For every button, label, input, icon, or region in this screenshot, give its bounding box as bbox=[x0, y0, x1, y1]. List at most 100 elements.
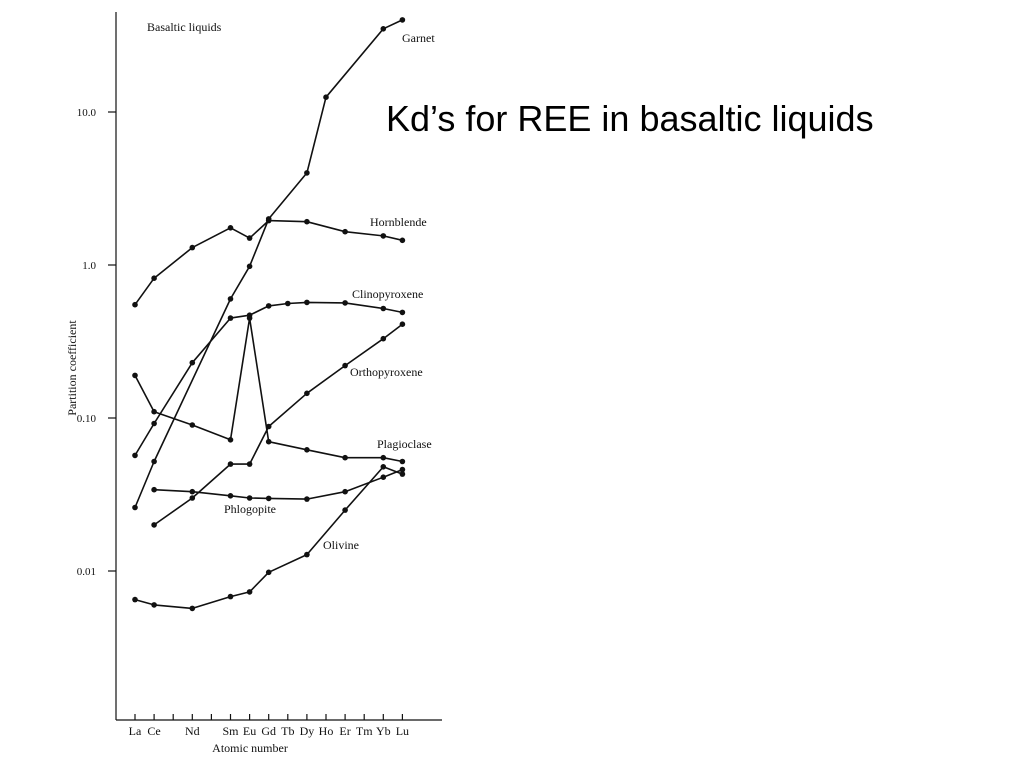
data-point bbox=[304, 218, 310, 225]
series-line bbox=[134, 19, 403, 508]
data-point bbox=[399, 466, 406, 473]
data-point bbox=[227, 296, 234, 302]
data-point bbox=[399, 321, 406, 328]
series-clinopyroxene: Clinopyroxene bbox=[132, 287, 423, 459]
data-point bbox=[380, 474, 387, 481]
data-point bbox=[399, 309, 406, 316]
data-point bbox=[304, 299, 310, 306]
data-point bbox=[132, 372, 138, 379]
data-point bbox=[227, 437, 234, 443]
data-point bbox=[265, 303, 272, 309]
data-point bbox=[132, 504, 138, 511]
data-point bbox=[227, 493, 234, 499]
x-tick-label: Sm bbox=[222, 724, 239, 738]
data-point bbox=[151, 522, 157, 528]
series-label: Garnet bbox=[402, 31, 435, 45]
x-tick-label: Nd bbox=[185, 724, 200, 738]
series-line bbox=[134, 317, 403, 463]
data-point bbox=[246, 263, 253, 270]
data-point bbox=[342, 300, 348, 306]
series-label: Clinopyroxene bbox=[352, 287, 423, 301]
partition-coefficient-chart: Basaltic liquids Atomic number Partition… bbox=[65, 12, 442, 755]
x-axis-label: Atomic number bbox=[212, 741, 288, 755]
data-point bbox=[380, 26, 387, 32]
series-label: Hornblende bbox=[370, 215, 427, 229]
series-line bbox=[134, 465, 403, 610]
chart-title: Basaltic liquids bbox=[147, 20, 222, 34]
x-tick-label: Gd bbox=[261, 724, 276, 738]
x-tick-label: Yb bbox=[376, 724, 391, 738]
data-point bbox=[323, 94, 329, 100]
x-tick-label: Tb bbox=[281, 724, 294, 738]
series-label: Olivine bbox=[323, 538, 359, 552]
series-group: GarnetHornblendeClinopyroxeneOrthopyroxe… bbox=[132, 17, 435, 612]
data-point bbox=[227, 225, 234, 231]
data-point bbox=[246, 495, 253, 501]
data-point bbox=[246, 235, 253, 241]
data-point bbox=[151, 458, 157, 465]
x-tick-label: Ce bbox=[147, 724, 160, 738]
data-point bbox=[342, 488, 348, 495]
data-point bbox=[399, 458, 406, 465]
series-line bbox=[154, 468, 403, 500]
data-point bbox=[304, 447, 310, 453]
x-tick-label: Er bbox=[339, 724, 350, 738]
data-point bbox=[151, 408, 157, 415]
data-point bbox=[342, 362, 348, 369]
data-point bbox=[189, 244, 196, 251]
y-tick-label: 0.10 bbox=[77, 413, 97, 425]
series-olivine: Olivine bbox=[132, 464, 406, 612]
data-point bbox=[227, 593, 234, 600]
data-point bbox=[151, 275, 157, 282]
data-point bbox=[132, 452, 138, 459]
data-point bbox=[380, 464, 387, 470]
data-point bbox=[189, 488, 196, 495]
data-point bbox=[304, 551, 310, 558]
data-point bbox=[399, 237, 406, 244]
x-tick-label: Ho bbox=[319, 724, 334, 738]
data-point bbox=[227, 461, 234, 467]
data-point bbox=[342, 507, 348, 513]
data-point bbox=[189, 359, 196, 366]
data-point bbox=[265, 495, 272, 502]
data-point bbox=[285, 300, 291, 307]
data-point bbox=[380, 233, 387, 239]
data-point bbox=[151, 602, 157, 608]
x-tick-label: Eu bbox=[243, 724, 256, 738]
data-point bbox=[380, 305, 387, 312]
data-point bbox=[189, 422, 196, 428]
data-point bbox=[189, 495, 196, 501]
data-point bbox=[151, 486, 157, 493]
data-point bbox=[246, 589, 253, 595]
series-line bbox=[134, 219, 403, 306]
series-label: Plagioclase bbox=[377, 437, 432, 451]
series-phlogopite: Phlogopite bbox=[151, 466, 406, 516]
data-point bbox=[265, 569, 272, 576]
data-point bbox=[227, 315, 234, 321]
data-point bbox=[399, 17, 406, 23]
data-point bbox=[132, 596, 138, 603]
data-point bbox=[304, 496, 310, 502]
data-point bbox=[342, 454, 348, 461]
slide-title: Kd’s for REE in basaltic liquids bbox=[386, 98, 874, 139]
data-point bbox=[132, 301, 138, 308]
data-point bbox=[265, 217, 272, 224]
data-point bbox=[246, 315, 253, 321]
data-point bbox=[265, 438, 272, 445]
y-axis-label: Partition coefficient bbox=[65, 320, 79, 416]
series-orthopyroxene: Orthopyroxene bbox=[151, 321, 423, 528]
data-point bbox=[151, 420, 157, 427]
data-point bbox=[189, 605, 196, 612]
series-label: Orthopyroxene bbox=[350, 365, 423, 379]
series-hornblende: Hornblende bbox=[132, 215, 427, 308]
series-plagioclase: Plagioclase bbox=[132, 315, 432, 465]
data-point bbox=[399, 471, 406, 477]
series-label: Phlogopite bbox=[224, 502, 276, 516]
data-point bbox=[380, 335, 387, 342]
y-tick-label: 0.01 bbox=[77, 566, 96, 578]
x-tick-label: Tm bbox=[356, 724, 373, 738]
data-point bbox=[246, 461, 253, 467]
data-point bbox=[342, 228, 348, 235]
x-tick-label: La bbox=[129, 724, 142, 738]
